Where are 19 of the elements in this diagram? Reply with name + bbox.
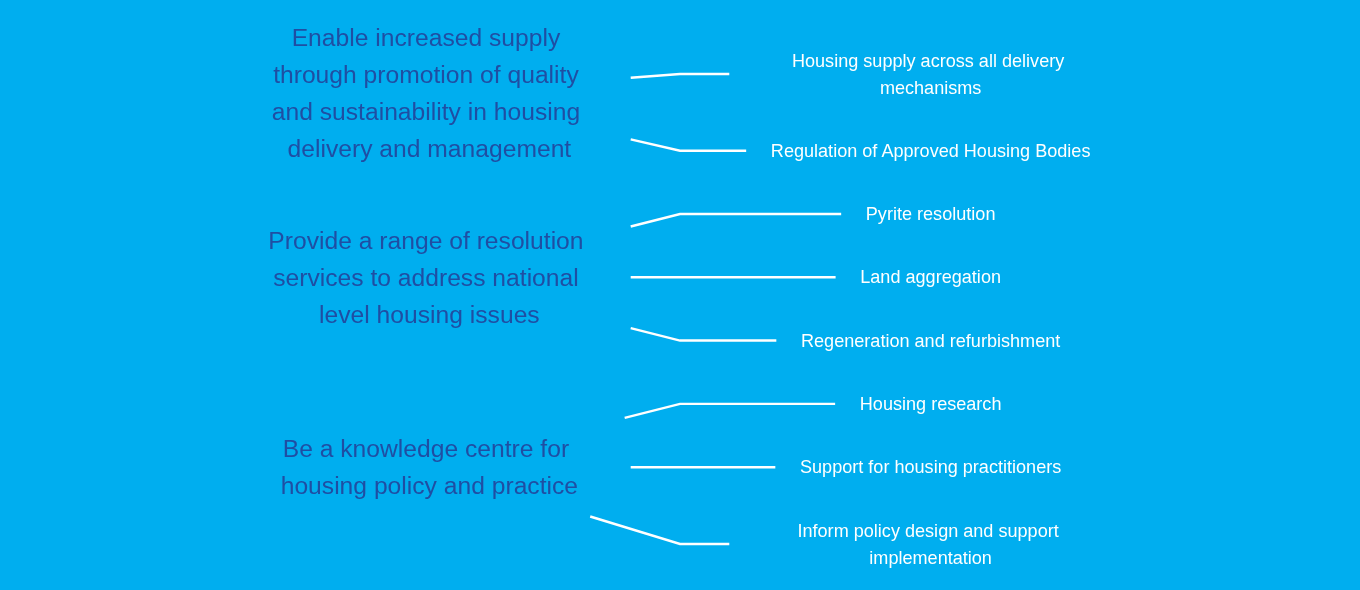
node-text: Pyrite resolution (865, 203, 996, 225)
node-text: Housing research (859, 393, 1002, 415)
node-text: Be a knowledge centre for housing policy and practice (280, 435, 579, 500)
node-text: Inform policy design and support implementation (797, 520, 1059, 568)
connector (630, 72, 730, 79)
node-text: Housing supply across all delivery mechanisms (791, 50, 1065, 98)
connector (630, 465, 776, 469)
node-text: Enable increased supply through promotion of quality and sustainability in housing delivery and management (271, 23, 581, 162)
node-text: Regulation of Approved Housing Bodies (770, 140, 1091, 162)
connector (630, 212, 842, 228)
connector (624, 402, 836, 420)
connector (630, 138, 747, 153)
connector (630, 326, 777, 342)
node-text: Regeneration and refurbishment (800, 330, 1061, 351)
node-text: Support for housing practitioners (799, 456, 1062, 478)
connector (630, 276, 836, 279)
node-text: Land aggregation (860, 267, 1001, 288)
node-text: Provide a range of resolution services to address national level housing issues (268, 226, 584, 328)
connector (589, 515, 730, 546)
